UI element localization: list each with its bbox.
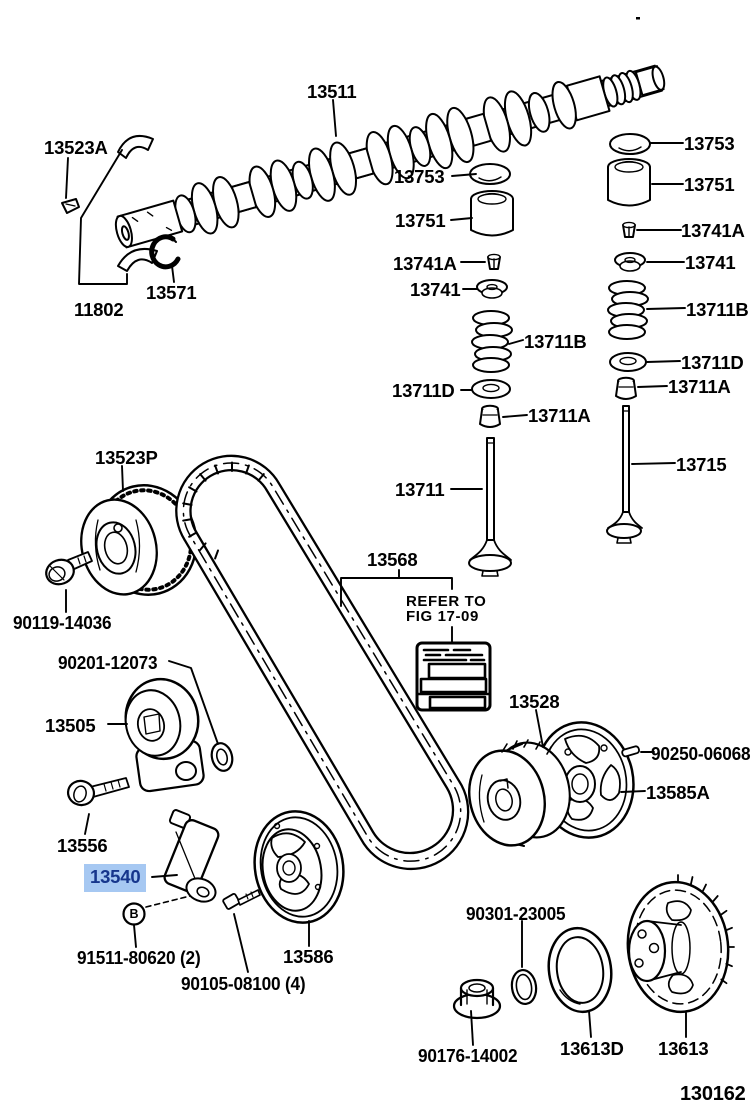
pivot-bolt-drawing [66, 777, 130, 807]
part-label-13753-left[interactable]: 13753 [394, 166, 445, 187]
part-label-13741A-right[interactable]: 13741A [681, 220, 745, 241]
valve-train-right-drawing [606, 133, 651, 544]
part-label-13523A[interactable]: 13523A [44, 137, 108, 158]
part-label-13711B-left[interactable]: 13711B [524, 331, 587, 352]
dowel-pin-drawing [621, 745, 640, 758]
part-label-13753-right[interactable]: 13753 [684, 133, 735, 154]
timing-belt-drawing [175, 454, 470, 871]
part-label-13511[interactable]: 13511 [307, 81, 357, 102]
part-label-11802[interactable]: 11802 [74, 299, 124, 320]
part-label-13715[interactable]: 13715 [676, 454, 727, 475]
part-label-13568[interactable]: 13568 [367, 549, 418, 570]
refer-note-line1: REFER TO [406, 593, 487, 610]
part-label-90301-23005[interactable]: 90301-23005 [466, 903, 566, 924]
part-label-13711D-left[interactable]: 13711D [392, 380, 455, 401]
figure-number: 130162 [680, 1083, 746, 1105]
cam-bolt-drawing [45, 551, 93, 586]
belt-label-sticker-drawing [415, 641, 492, 712]
part-label-90201-12073[interactable]: 90201-12073 [58, 652, 158, 673]
part-label-91511-80620[interactable]: 91511-80620 (2) [77, 947, 201, 968]
part-label-13751-left[interactable]: 13751 [395, 210, 446, 231]
part-label-13711[interactable]: 13711 [395, 479, 445, 500]
part-label-90119-14036[interactable]: 90119-14036 [13, 612, 112, 633]
part-label-13711D-right[interactable]: 13711D [681, 352, 744, 373]
part-label-13523P[interactable]: 13523P [95, 447, 158, 468]
part-label-13540-highlighted[interactable]: 13540 [84, 864, 147, 892]
part-label-13586[interactable]: 13586 [283, 946, 334, 967]
crank-sprocket-drawing [468, 739, 571, 847]
part-label-13613[interactable]: 13613 [658, 1038, 709, 1059]
part-label-13741-right[interactable]: 13741 [685, 252, 736, 273]
part-label-13585A[interactable]: 13585A [646, 782, 710, 803]
part-label-90250-06068[interactable]: 90250-06068 [651, 743, 751, 764]
part-label-90176-14002[interactable]: 90176-14002 [418, 1045, 518, 1066]
part-label-13711A-left[interactable]: 13711A [528, 405, 591, 426]
crank-pulley-drawing [626, 874, 735, 1014]
camshaft-drawing [114, 64, 666, 249]
part-label-13751-right[interactable]: 13751 [684, 174, 735, 195]
part-label-13571[interactable]: 13571 [146, 282, 197, 303]
bearing-shells-drawing [61, 135, 181, 272]
part-label-13711B-right[interactable]: 13711B [686, 299, 749, 320]
part-label-13528[interactable]: 13528 [509, 691, 560, 712]
belt-tensioner-drawing [122, 809, 220, 926]
idler-pulley-drawing [253, 810, 345, 924]
part-label-13505[interactable]: 13505 [45, 715, 96, 736]
callout-b-marker: B [129, 907, 139, 921]
part-label-13741A-left[interactable]: 13741A [393, 253, 457, 274]
tensioner-pulley-drawing [124, 677, 234, 793]
part-label-13556[interactable]: 13556 [57, 835, 108, 856]
seal-ring-drawing [547, 926, 613, 1014]
refer-note-line2: FIG 17-09 [406, 608, 479, 625]
part-label-13741-left[interactable]: 13741 [410, 279, 461, 300]
part-label-13711A-right[interactable]: 13711A [668, 376, 731, 397]
mount-bolt-drawing [222, 889, 261, 910]
flange-nut-drawing [452, 978, 502, 1020]
o-ring-drawing [510, 968, 538, 1006]
part-label-90105-08100[interactable]: 90105-08100 (4) [181, 973, 306, 994]
part-label-13613D[interactable]: 13613D [560, 1038, 624, 1059]
valve-train-left-drawing [468, 163, 514, 577]
leader-lines [65, 17, 687, 1046]
